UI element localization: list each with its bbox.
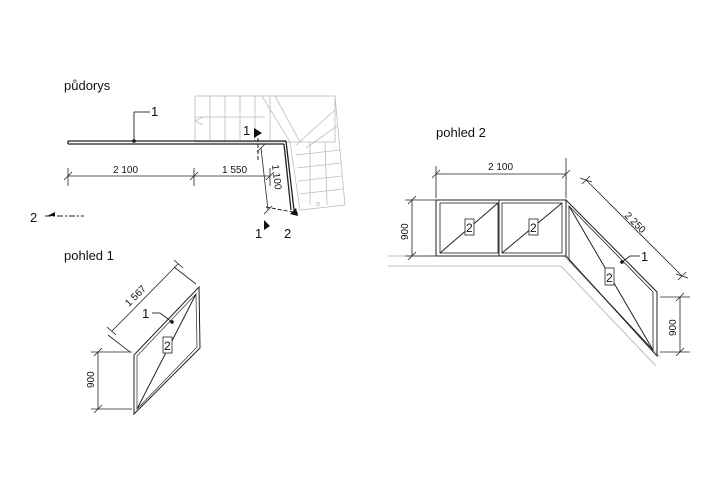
- view2-title: pohled 2: [436, 125, 486, 140]
- plan-dim-vertical: 1 100: [269, 164, 283, 191]
- view2-tag-box-c: [604, 267, 615, 286]
- view-2: 2 2 2: [388, 125, 690, 367]
- view-1: 2 pohled 1 1 567 900 1: [64, 248, 201, 416]
- view1-leader: [152, 312, 173, 323]
- section-markers: [45, 128, 299, 230]
- view2-panel-label-c: 2: [606, 271, 613, 285]
- plan-label-railing: 1: [151, 104, 158, 119]
- view2-dimensions: [405, 158, 690, 357]
- view1-leader-dot: [170, 320, 174, 324]
- view2-dim-height-right: 900: [668, 319, 679, 336]
- view1-title: pohled 1: [64, 248, 114, 263]
- view2-floor: [388, 255, 661, 367]
- view2-dim-height-left: 900: [400, 223, 411, 240]
- plan-title: půdorys: [64, 78, 111, 93]
- plan-label-section-2-bottom: 2: [284, 226, 291, 241]
- view2-label-railing: 1: [641, 249, 648, 264]
- view2-dim-diagonal: 2 250: [622, 210, 648, 236]
- view2-panel-label-b: 2: [530, 221, 537, 235]
- view2-tag-box-a: [464, 218, 475, 236]
- plan-leader: [133, 111, 150, 141]
- plan-dim-middle: 1 550: [222, 165, 247, 176]
- view1-label-railing: 1: [142, 306, 149, 321]
- stair-outline: [194, 95, 346, 211]
- view1-panel-tag-box: [162, 336, 173, 354]
- plan-leader-dot: [132, 139, 136, 143]
- plan-railing: [67, 140, 295, 211]
- plan-label-section-1-bottom: 1: [255, 226, 262, 241]
- plan-view: půdorys 2 100 1 550 1 100 1 1 1 2 2: [30, 78, 346, 241]
- view1-panel-label: 2: [164, 339, 171, 353]
- view2-dim-top: 2 100: [488, 162, 513, 173]
- view2-leader-dot: [620, 260, 624, 264]
- view1-dimensions: [91, 259, 197, 414]
- plan-dimensions: [63, 143, 275, 215]
- view2-panel-label-a: 2: [466, 221, 473, 235]
- plan-label-section-1: 1: [243, 123, 250, 138]
- plan-dim-left: 2 100: [113, 165, 138, 176]
- plan-label-section-2-left: 2: [30, 210, 37, 225]
- view2-tag-box-b: [528, 218, 539, 236]
- view1-dim-height: 900: [86, 371, 97, 388]
- view2-panels: [435, 198, 658, 358]
